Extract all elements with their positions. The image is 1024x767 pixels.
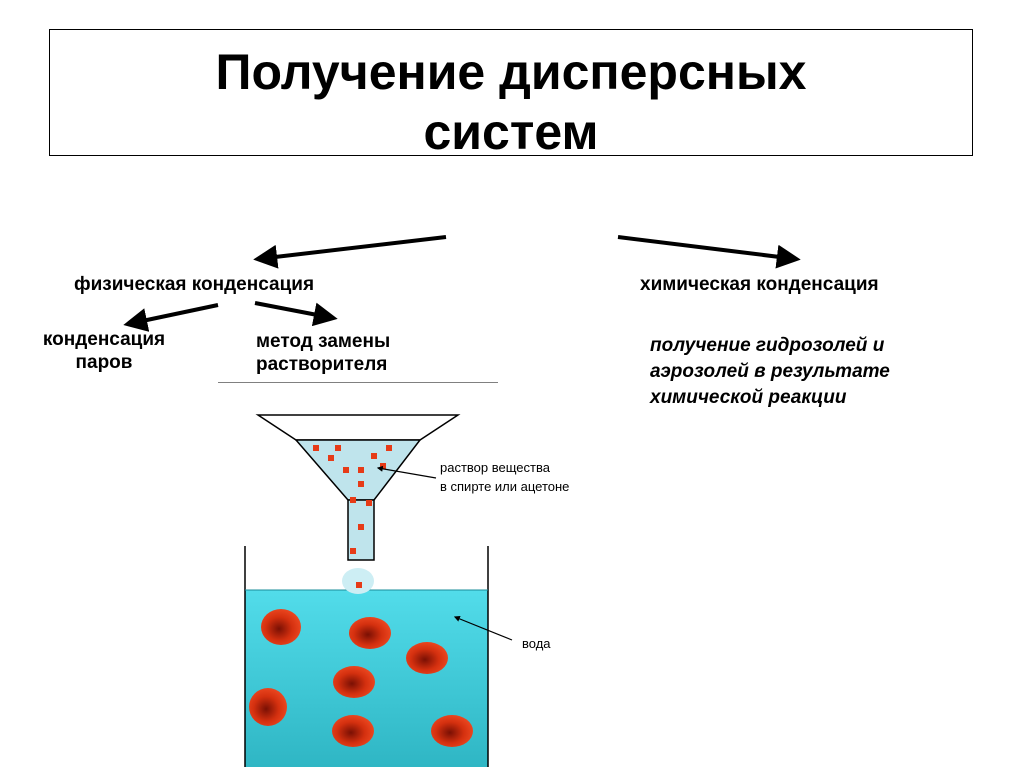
arrow-to-water — [453, 616, 513, 641]
solution-particle — [350, 548, 356, 554]
falling-drop — [342, 568, 374, 594]
solution-particle — [328, 455, 334, 461]
solvent-replacement-label: метод замены растворителя — [256, 330, 390, 376]
chemical-description: получение гидрозолей и аэрозолей в резул… — [650, 333, 890, 411]
chem-desc-line-1: получение гидрозолей и — [650, 335, 885, 356]
title-line-1: Получение дисперсных — [215, 44, 807, 100]
solution-particle — [366, 500, 372, 506]
solution-particle — [358, 467, 364, 473]
dispersed-particles — [249, 609, 473, 747]
vapor-line-1: конденсация — [42, 329, 166, 350]
drop-particle — [356, 582, 362, 588]
arrow-to-physical — [253, 235, 447, 269]
solvent-line-1: метод замены — [256, 331, 391, 352]
particle-blob — [332, 715, 374, 747]
arrow-to-solution — [376, 465, 437, 479]
arrow-to-vapor-condensation — [123, 303, 219, 332]
solution-label: раствор вещества в спирте или ацетоне — [440, 458, 569, 496]
solution-particles — [313, 445, 392, 554]
vapor-condensation-label: конденсация паров — [29, 328, 179, 374]
solution-particle — [371, 453, 377, 459]
particle-blob — [249, 688, 287, 726]
arrow-to-solvent-replacement — [254, 301, 338, 327]
solution-particle — [343, 467, 349, 473]
solution-particle — [358, 481, 364, 487]
particle-blob — [333, 666, 375, 698]
page-title: Получение дисперсных систем — [50, 42, 972, 162]
title-line-2: систем — [423, 104, 599, 160]
solution-particle — [335, 445, 341, 451]
solution-particle — [386, 445, 392, 451]
solution-particle — [358, 524, 364, 530]
solvent-line-2: растворителя — [256, 354, 388, 375]
particle-blob — [431, 715, 473, 747]
chemical-condensation-label: химическая конденсация — [640, 274, 879, 295]
vapor-line-2: паров — [75, 352, 133, 373]
particle-blob — [406, 642, 448, 674]
chem-desc-line-3: химической реакции — [650, 387, 847, 408]
physical-condensation-label: физическая конденсация — [74, 274, 315, 295]
solution-line-1: раствор вещества — [440, 460, 550, 475]
chem-desc-line-2: аэрозолей в результате — [650, 361, 890, 382]
solution-line-2: в спирте или ацетоне — [440, 479, 570, 494]
arrow-to-chemical — [617, 235, 801, 269]
particle-blob — [349, 617, 391, 649]
funnel-rim — [255, 414, 461, 441]
water-label: вода — [522, 636, 551, 651]
solution-particle — [313, 445, 319, 451]
particle-blob — [261, 609, 301, 645]
solution-particle — [350, 497, 356, 503]
divider-line — [218, 382, 498, 383]
title-box: Получение дисперсных систем — [49, 29, 973, 160]
